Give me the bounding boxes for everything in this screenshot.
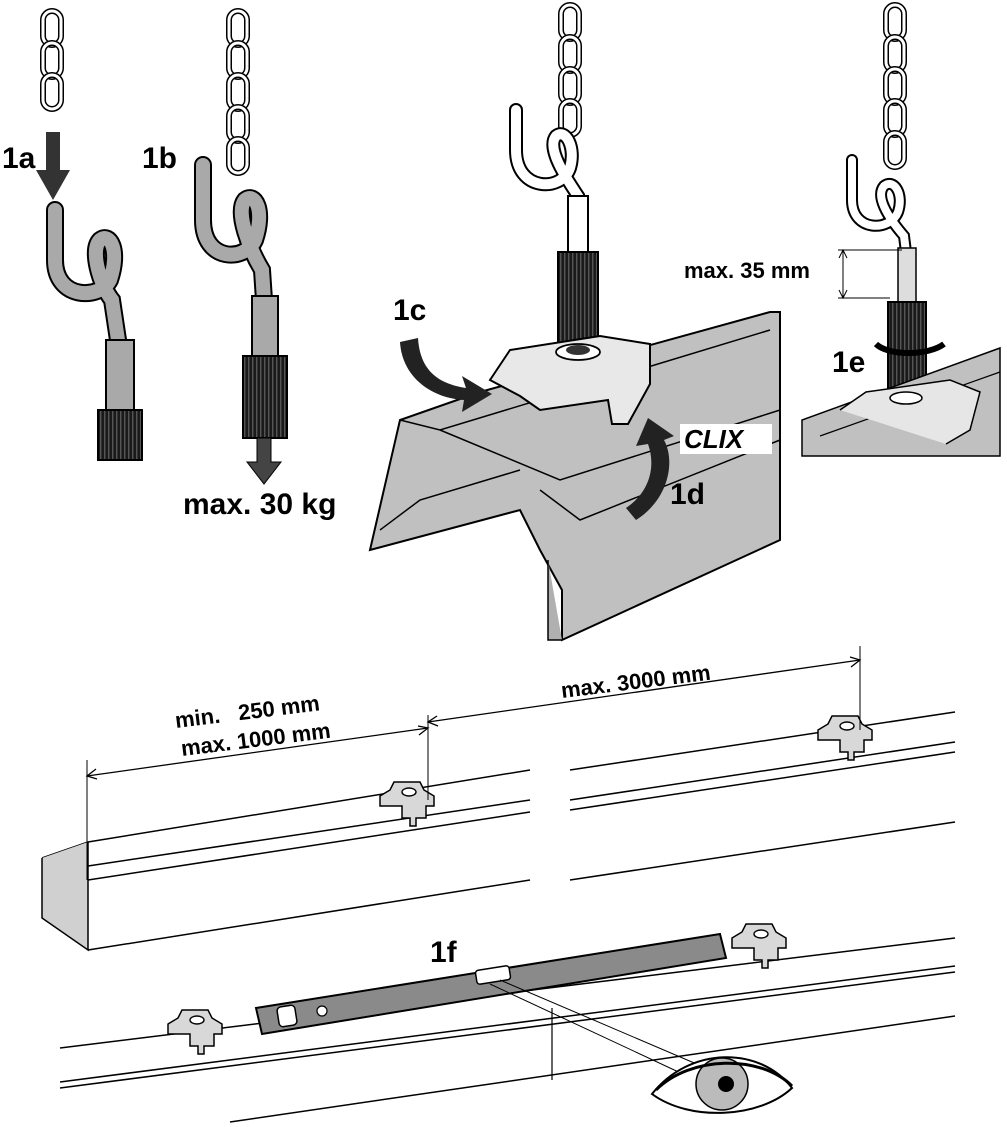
cable-1b xyxy=(251,295,279,359)
dimension-35mm xyxy=(838,248,902,300)
spirit-level xyxy=(254,932,728,1083)
s-hook-1a xyxy=(46,201,127,349)
track-right xyxy=(569,711,956,881)
cable-1a xyxy=(105,339,135,411)
max-35mm-label: max. 35 mm xyxy=(684,258,810,283)
chain-1a xyxy=(43,11,61,109)
eye-icon xyxy=(650,1056,794,1114)
step-label-1b: 1b xyxy=(142,142,177,175)
clip-arrow-1d xyxy=(626,418,674,520)
s-hook-1c xyxy=(509,103,585,227)
profile-1e xyxy=(801,346,1001,457)
down-arrow-1a xyxy=(36,132,70,200)
knurled-nut-1a xyxy=(97,409,143,461)
step-1a-panel xyxy=(36,11,143,461)
step-1e-panel xyxy=(801,5,1001,457)
load-arrow-1b xyxy=(245,437,283,485)
chain-1e xyxy=(886,5,904,167)
ceiling-clip-1c xyxy=(488,334,651,425)
chain-1b xyxy=(229,11,247,173)
clip-bottom-3 xyxy=(167,1009,223,1055)
step-1c-panel xyxy=(368,5,781,642)
knurled-nut-1b xyxy=(242,355,288,439)
clip-bottom-2 xyxy=(817,715,873,761)
step-label-1d: 1d xyxy=(670,478,705,511)
clip-bottom-1 xyxy=(379,781,435,827)
track-assembly-lower xyxy=(41,646,956,952)
knurled-nut-1c xyxy=(557,251,599,349)
cable-1c xyxy=(567,195,589,255)
clix-label-bg xyxy=(680,424,772,454)
s-hook-1e xyxy=(846,154,912,258)
track-profile-large xyxy=(368,311,781,642)
push-arrow-1c xyxy=(400,338,492,412)
step-1b-panel xyxy=(194,11,288,485)
step-label-1f: 1f xyxy=(430,936,458,969)
clix-label: CLIX xyxy=(684,424,745,454)
threaded-rod-1e xyxy=(897,247,917,305)
max-3000mm-label: max. 3000 mm xyxy=(560,660,712,703)
rotate-arrow-1e xyxy=(873,341,946,356)
track-left xyxy=(41,769,531,952)
dimension-lines xyxy=(85,646,862,880)
step-label-1a: 1a xyxy=(2,142,36,175)
step-1f-panel xyxy=(59,923,956,1123)
s-hook-1b xyxy=(194,156,273,309)
step-label-1e: 1e xyxy=(832,346,865,379)
chain-1c xyxy=(561,5,579,135)
step-label-1c: 1c xyxy=(393,294,426,327)
max-load-label: max. 30 kg xyxy=(183,488,336,521)
